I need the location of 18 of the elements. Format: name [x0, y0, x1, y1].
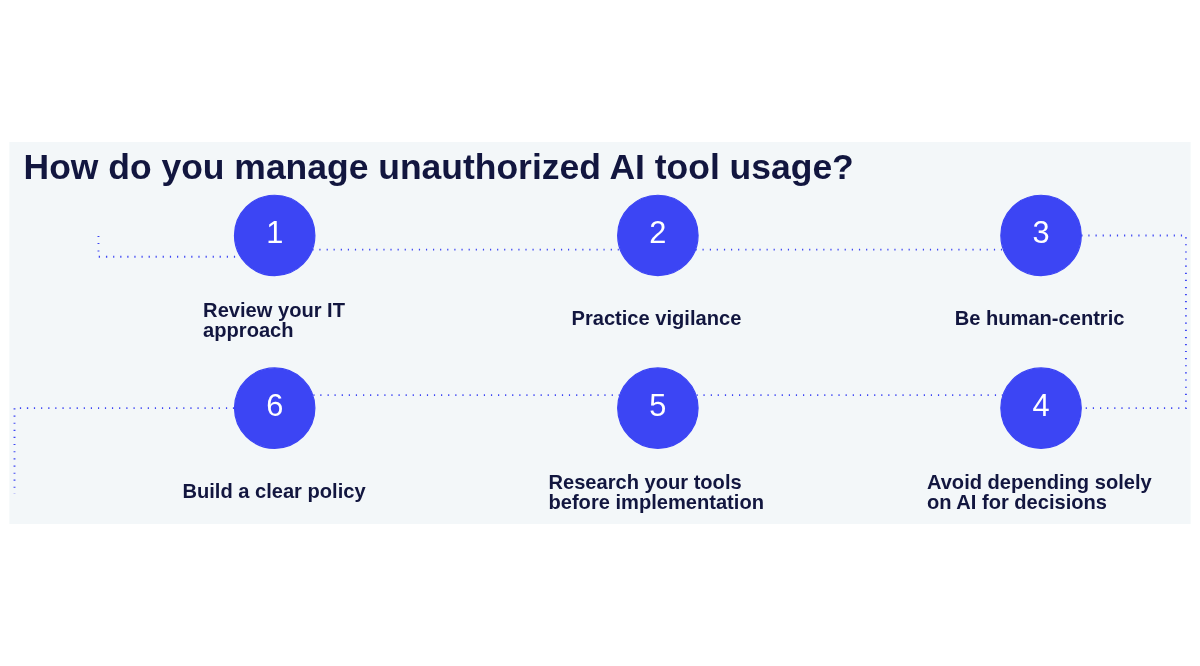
node-circle: 6: [233, 367, 316, 449]
connector: [311, 248, 621, 251]
node-label: Avoid depending solely on AI for decisions: [926, 471, 1152, 514]
node-label: Build a clear policy: [182, 480, 366, 503]
node-circle: 3: [1000, 194, 1082, 277]
node-label: Practice vigilance: [571, 307, 742, 330]
node-circle: 2: [617, 194, 699, 277]
node-label: Be human-centric: [954, 307, 1125, 330]
node-circle: 5: [617, 367, 699, 449]
node-label: Research your tools before implementation: [548, 471, 764, 514]
connector: [312, 394, 621, 397]
node-circle: 1: [233, 194, 316, 277]
node-label: Review your IT approach: [203, 298, 345, 341]
diagram-title: How do you manage unauthorized AI tool usage?: [23, 146, 854, 187]
connector: [695, 394, 1004, 397]
connector: [1080, 234, 1187, 410]
node-circle: 4: [1000, 367, 1082, 449]
connector: [694, 248, 1004, 251]
